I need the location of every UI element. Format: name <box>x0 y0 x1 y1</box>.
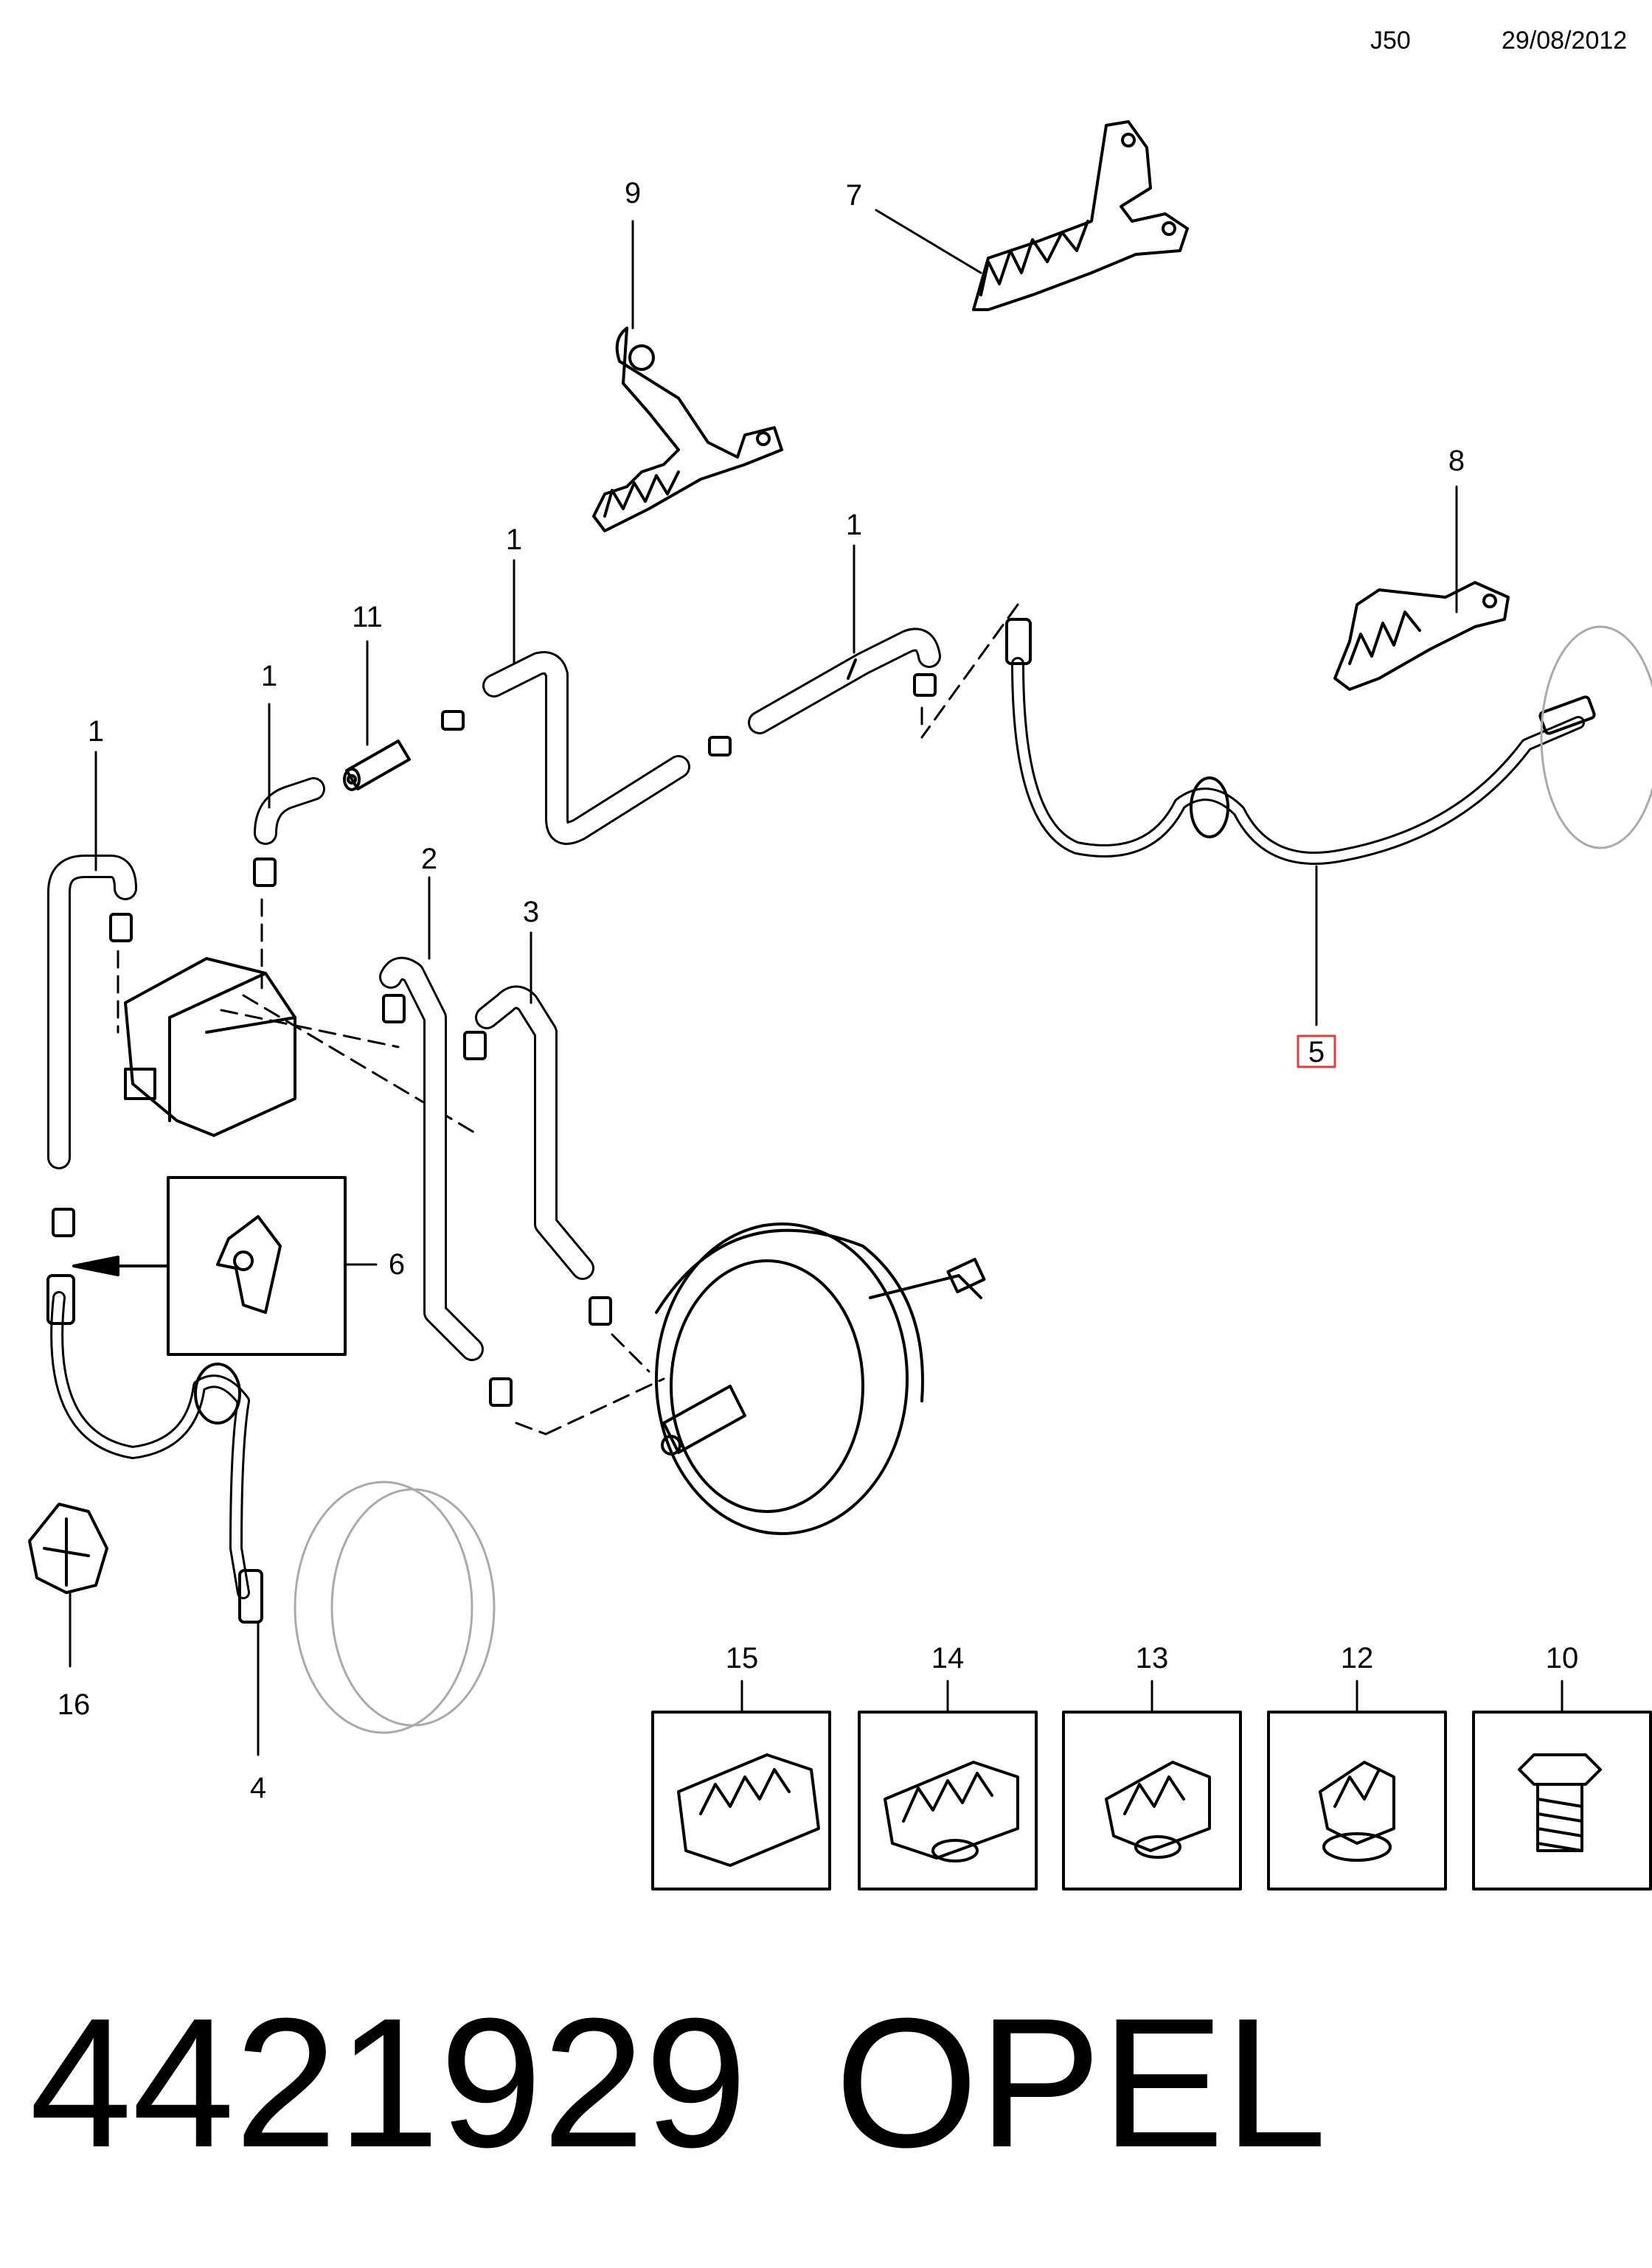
part-box-13 <box>1062 1711 1242 1890</box>
abs-modulator <box>124 957 296 1137</box>
part-7-bracket <box>972 120 1189 311</box>
callout-14: 14 <box>931 1642 965 1674</box>
part-box-14 <box>858 1711 1038 1890</box>
callout-13: 13 <box>1136 1642 1169 1674</box>
part-16-clip <box>28 1503 108 1594</box>
callout-9: 9 <box>625 177 641 209</box>
part-1-pipe-middle <box>482 651 690 845</box>
callout-10: 10 <box>1546 1642 1579 1674</box>
part-4-hose <box>46 1274 263 1624</box>
callout-1-upper: 1 <box>846 509 862 541</box>
callout-16: 16 <box>58 1688 91 1721</box>
part-number: 4421929 <box>30 1980 748 2185</box>
diagram-code: J50 <box>1370 27 1411 55</box>
callout-7: 7 <box>846 179 862 212</box>
part-9-bracket <box>592 327 783 532</box>
part-8-bracket <box>1333 581 1510 691</box>
callout-5: 5 <box>1308 1036 1325 1068</box>
callout-3: 3 <box>523 896 539 928</box>
fittings <box>52 673 937 1407</box>
callout-4: 4 <box>250 1772 266 1804</box>
callout-1-short: 1 <box>261 660 277 692</box>
callout-leaders <box>69 209 1564 1756</box>
part-box-15 <box>651 1711 831 1890</box>
callout-5-highlight <box>1297 1034 1336 1068</box>
part-1-pipe-upper <box>748 627 941 734</box>
part-5-hose <box>1005 618 1596 865</box>
callout-15: 15 <box>726 1642 759 1674</box>
part-11-connector <box>343 740 411 791</box>
callout-1-middle: 1 <box>506 523 522 556</box>
part-6-box <box>72 1176 347 1356</box>
callout-1-left: 1 <box>88 715 104 748</box>
part-3-pipe <box>475 985 594 1280</box>
part-1-pipe-short <box>254 777 325 845</box>
part-2-pipe <box>379 956 484 1361</box>
callout-6: 6 <box>389 1248 405 1281</box>
callout-8: 8 <box>1448 445 1465 477</box>
callout-11: 11 <box>352 601 383 633</box>
brake-booster <box>655 1222 986 1535</box>
part-box-10 <box>1472 1711 1652 1890</box>
part-1-pipe-left <box>47 855 137 1169</box>
brand-name: OPEL <box>835 1980 1327 2185</box>
callout-2: 2 <box>421 843 437 875</box>
part-box-12 <box>1267 1711 1447 1890</box>
callout-12: 12 <box>1341 1642 1374 1674</box>
wheel-outline <box>294 625 1652 1734</box>
diagram-date: 29/08/2012 <box>1502 27 1628 55</box>
